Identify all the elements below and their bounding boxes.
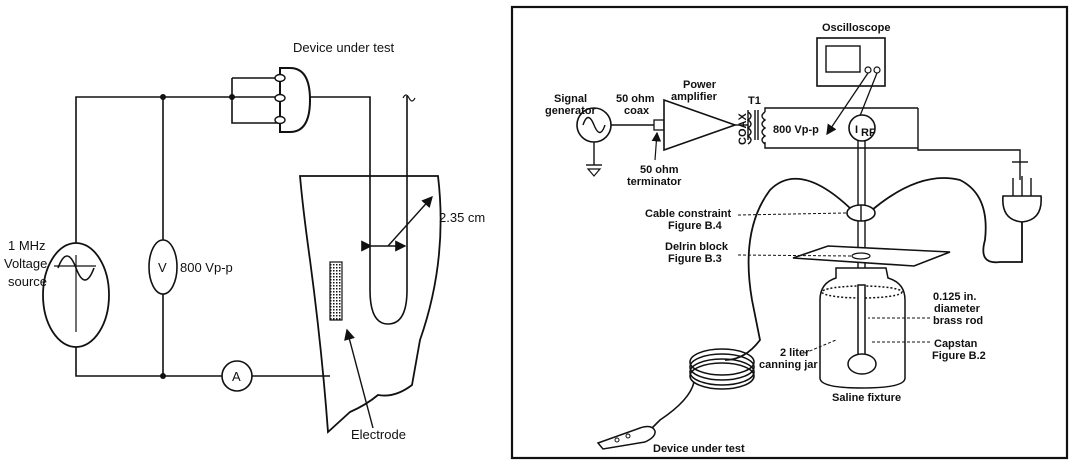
voltmeter [148, 239, 178, 295]
signal-generator [576, 107, 612, 177]
capstan-label-line2: Figure B.2 [932, 350, 986, 362]
rod-label-line2: diameter [934, 303, 981, 315]
voltmeter-symbol: V [158, 260, 167, 275]
power-amp-label-line1: Power [683, 79, 717, 91]
cable-constraint-label-line2: Figure B.4 [668, 220, 723, 232]
capstan-label-line1: Capstan [934, 338, 978, 350]
jar-label-line2: canning jar [759, 359, 818, 371]
rod-label-line1: 0.125 in. [933, 291, 976, 303]
return-plug [1002, 176, 1042, 223]
power-amp-label-line2: amplifier [671, 91, 718, 103]
coiled-cable [639, 348, 755, 441]
device-under-test-label-right: Device under test [653, 443, 745, 455]
voltage-800-label: 800 Vp-p [773, 124, 819, 136]
electrode-label: Electrode [351, 427, 406, 442]
irf-subscript: RF [861, 127, 876, 139]
delrin-label-line1: Delrin block [665, 241, 729, 253]
t1-label: T1 [748, 95, 761, 107]
oscilloscope-label: Oscilloscope [822, 22, 890, 34]
terminator-label-line1: 50 ohm [640, 164, 679, 176]
distance-label: 2.35 cm [439, 210, 485, 225]
terminator [653, 119, 665, 131]
terminator-label-line2: terminator [627, 176, 682, 188]
signal-generator-label-line2: generator [545, 105, 596, 117]
saline-fixture-label: Saline fixture [832, 392, 901, 404]
source-label-line1: 1 MHz [8, 238, 46, 253]
tissue-block [299, 175, 442, 434]
device-pencil [596, 425, 656, 450]
device-under-test-label: Device under test [293, 40, 395, 55]
ammeter [221, 360, 253, 392]
delrin-block [792, 245, 951, 267]
device-under-test-plug [274, 67, 312, 133]
source-label-line3: source [8, 274, 47, 289]
signal-generator-label-line1: Signal [554, 93, 587, 105]
electrode-arrow [344, 328, 374, 429]
cable-constraint [846, 204, 876, 222]
source-label-line2: Voltage [4, 256, 47, 271]
power-amplifier [663, 98, 738, 152]
rf-current-sensor [848, 114, 876, 142]
coax-label-line1: 50 ohm [616, 93, 655, 105]
left-circuit-diagram [75, 77, 416, 377]
junction-dots [160, 94, 235, 379]
ammeter-symbol: A [232, 369, 241, 384]
device-cable [724, 177, 1023, 361]
ac-voltage-source [42, 242, 110, 348]
canning-jar [819, 267, 906, 389]
right-diagram-frame [510, 5, 1069, 460]
voltage-label: 800 Vp-p [180, 260, 233, 275]
output-lead [917, 108, 1028, 180]
transformer-t1 [746, 107, 918, 149]
leader-lines [737, 212, 930, 354]
cable-constraint-label-line1: Cable constraint [645, 208, 732, 220]
delrin-label-line2: Figure B.3 [668, 253, 722, 265]
terminator-arrow [651, 131, 662, 161]
jar-label-line1: 2 liter [780, 347, 810, 359]
coax-label-line2: coax [624, 105, 650, 117]
coax-vertical-label: COAX [737, 113, 749, 145]
oscilloscope [816, 37, 886, 87]
dimension-marker [361, 195, 433, 252]
irf-label: I [855, 124, 858, 136]
rod-label-line3: brass rod [933, 315, 983, 327]
